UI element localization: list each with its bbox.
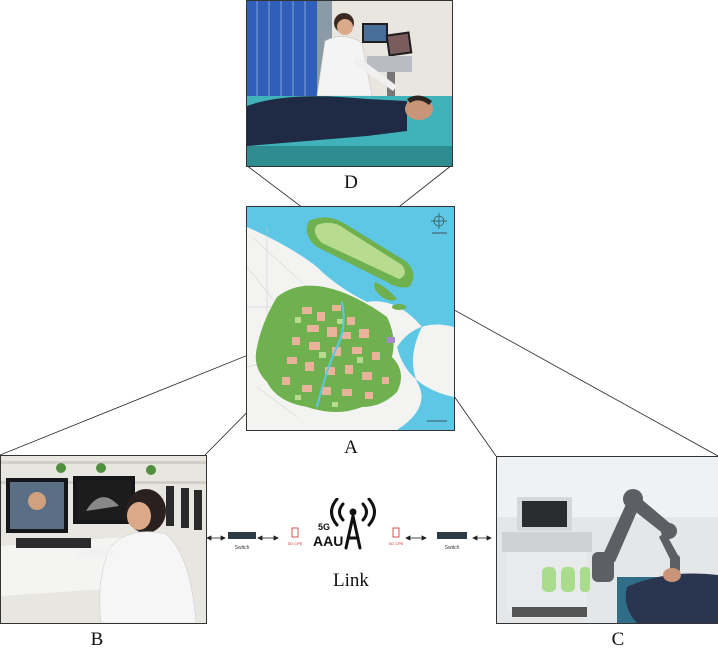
- network-link-diagram: [206, 498, 492, 550]
- panel-label-d: D: [344, 172, 358, 193]
- photo-panel-d: [246, 0, 453, 167]
- antenna-5g-label: 5G: [318, 522, 331, 532]
- switch-left-icon: [228, 532, 256, 539]
- switch-left-label: Switch: [234, 545, 250, 551]
- city-map: [247, 207, 454, 430]
- switch-right-icon: [437, 532, 467, 539]
- cpe-right-label: 5G CPE: [388, 541, 404, 546]
- antenna-icon: [330, 498, 376, 550]
- cpe-left-icon: [291, 527, 299, 538]
- photo-panel-c: [496, 456, 718, 624]
- switch-right-label: Switch: [444, 545, 460, 551]
- map-panel-a: [246, 206, 455, 431]
- robot-arm-illustration: [497, 457, 718, 623]
- doctor-scan-illustration: [247, 1, 452, 166]
- remote-console-illustration: [1, 456, 206, 623]
- panel-label-c: C: [611, 629, 625, 650]
- cpe-right-icon: [392, 527, 400, 538]
- panel-label-b: B: [90, 629, 104, 650]
- link-label: Link: [333, 570, 369, 591]
- cpe-left-label: 5G CPE: [287, 541, 303, 546]
- panel-label-a: A: [344, 437, 358, 458]
- photo-panel-b: [0, 455, 207, 624]
- antenna-aau-label: AAU: [313, 533, 344, 549]
